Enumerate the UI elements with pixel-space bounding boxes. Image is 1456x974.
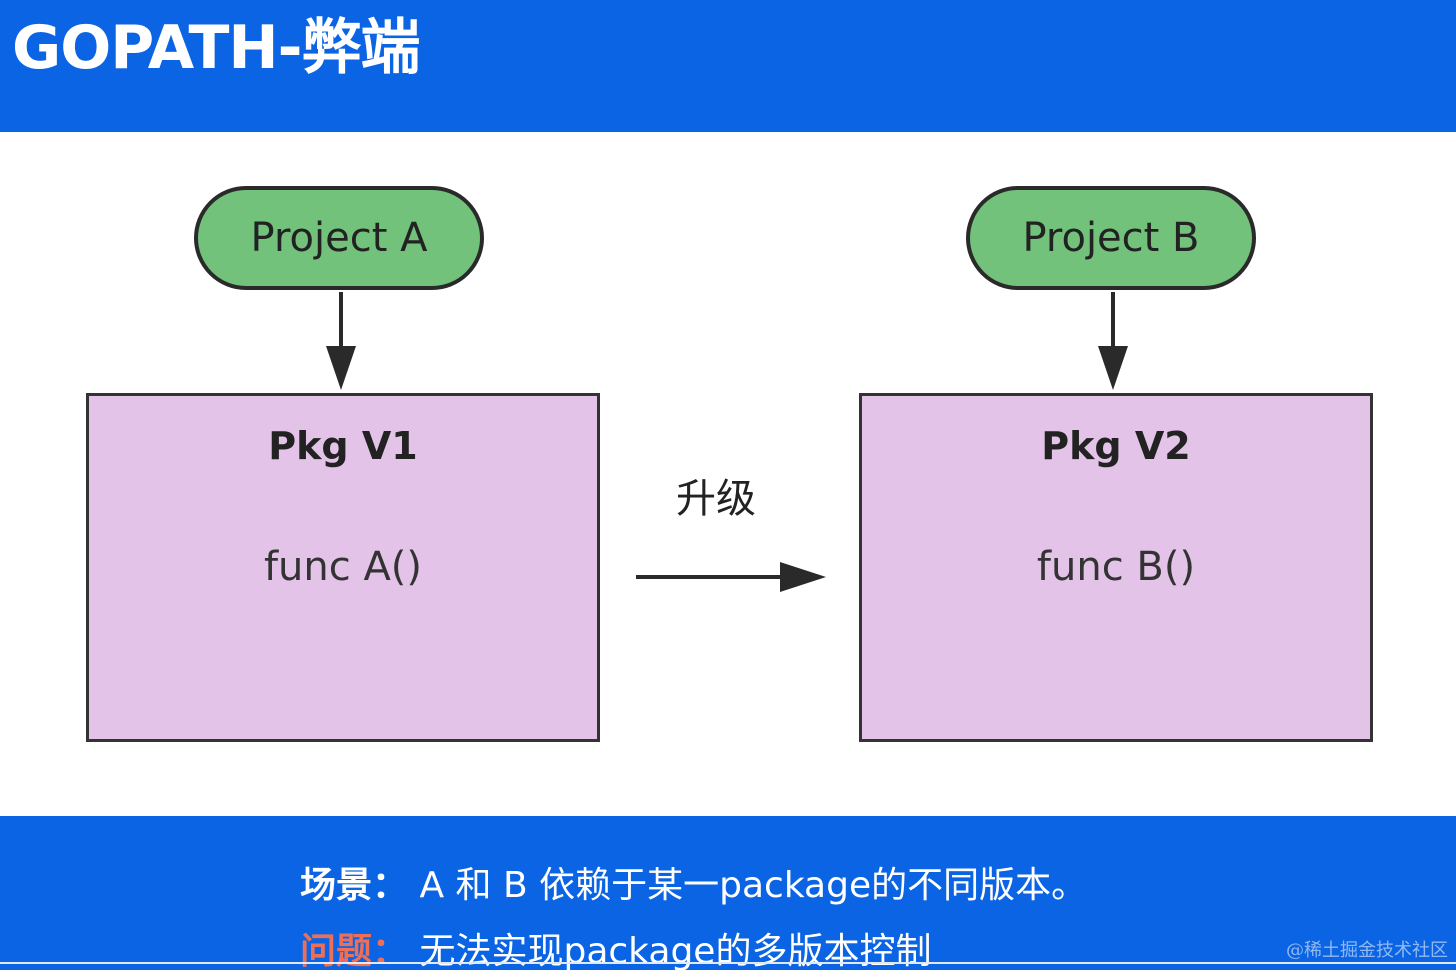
problem-text: 无法实现package的多版本控制	[419, 931, 932, 972]
scenario-key: 场景：	[300, 865, 409, 906]
pkg-v2-title: Pkg V2	[1041, 424, 1191, 468]
project-b-label: Project B	[1022, 215, 1200, 261]
problem-key: 问题：	[300, 931, 409, 972]
footer-banner: 场景： A 和 B 依赖于某一package的不同版本。 问题： 无法实现pac…	[0, 816, 1456, 972]
project-b-node: Project B	[966, 186, 1256, 290]
scenario-text: A 和 B 依赖于某一package的不同版本。	[419, 865, 1088, 906]
bottom-rule	[0, 962, 1456, 964]
page-title: GOPATH-弊端	[12, 13, 421, 83]
header-banner: GOPATH-弊端	[0, 0, 1456, 132]
scenario-line: 场景： A 和 B 依赖于某一package的不同版本。	[300, 856, 1087, 908]
project-a-node: Project A	[194, 186, 484, 290]
pkg-v1-title: Pkg V1	[268, 424, 418, 468]
problem-line: 问题： 无法实现package的多版本控制	[300, 922, 931, 974]
project-a-label: Project A	[250, 215, 428, 261]
upgrade-label: 升级	[676, 476, 756, 522]
watermark: @稀土掘金技术社区	[1286, 940, 1448, 961]
pkg-v2-box: Pkg V2 func B()	[859, 393, 1373, 742]
pkg-v2-func: func B()	[1036, 544, 1196, 590]
pkg-v1-func: func A()	[263, 544, 423, 590]
pkg-v1-box: Pkg V1 func A()	[86, 393, 600, 742]
